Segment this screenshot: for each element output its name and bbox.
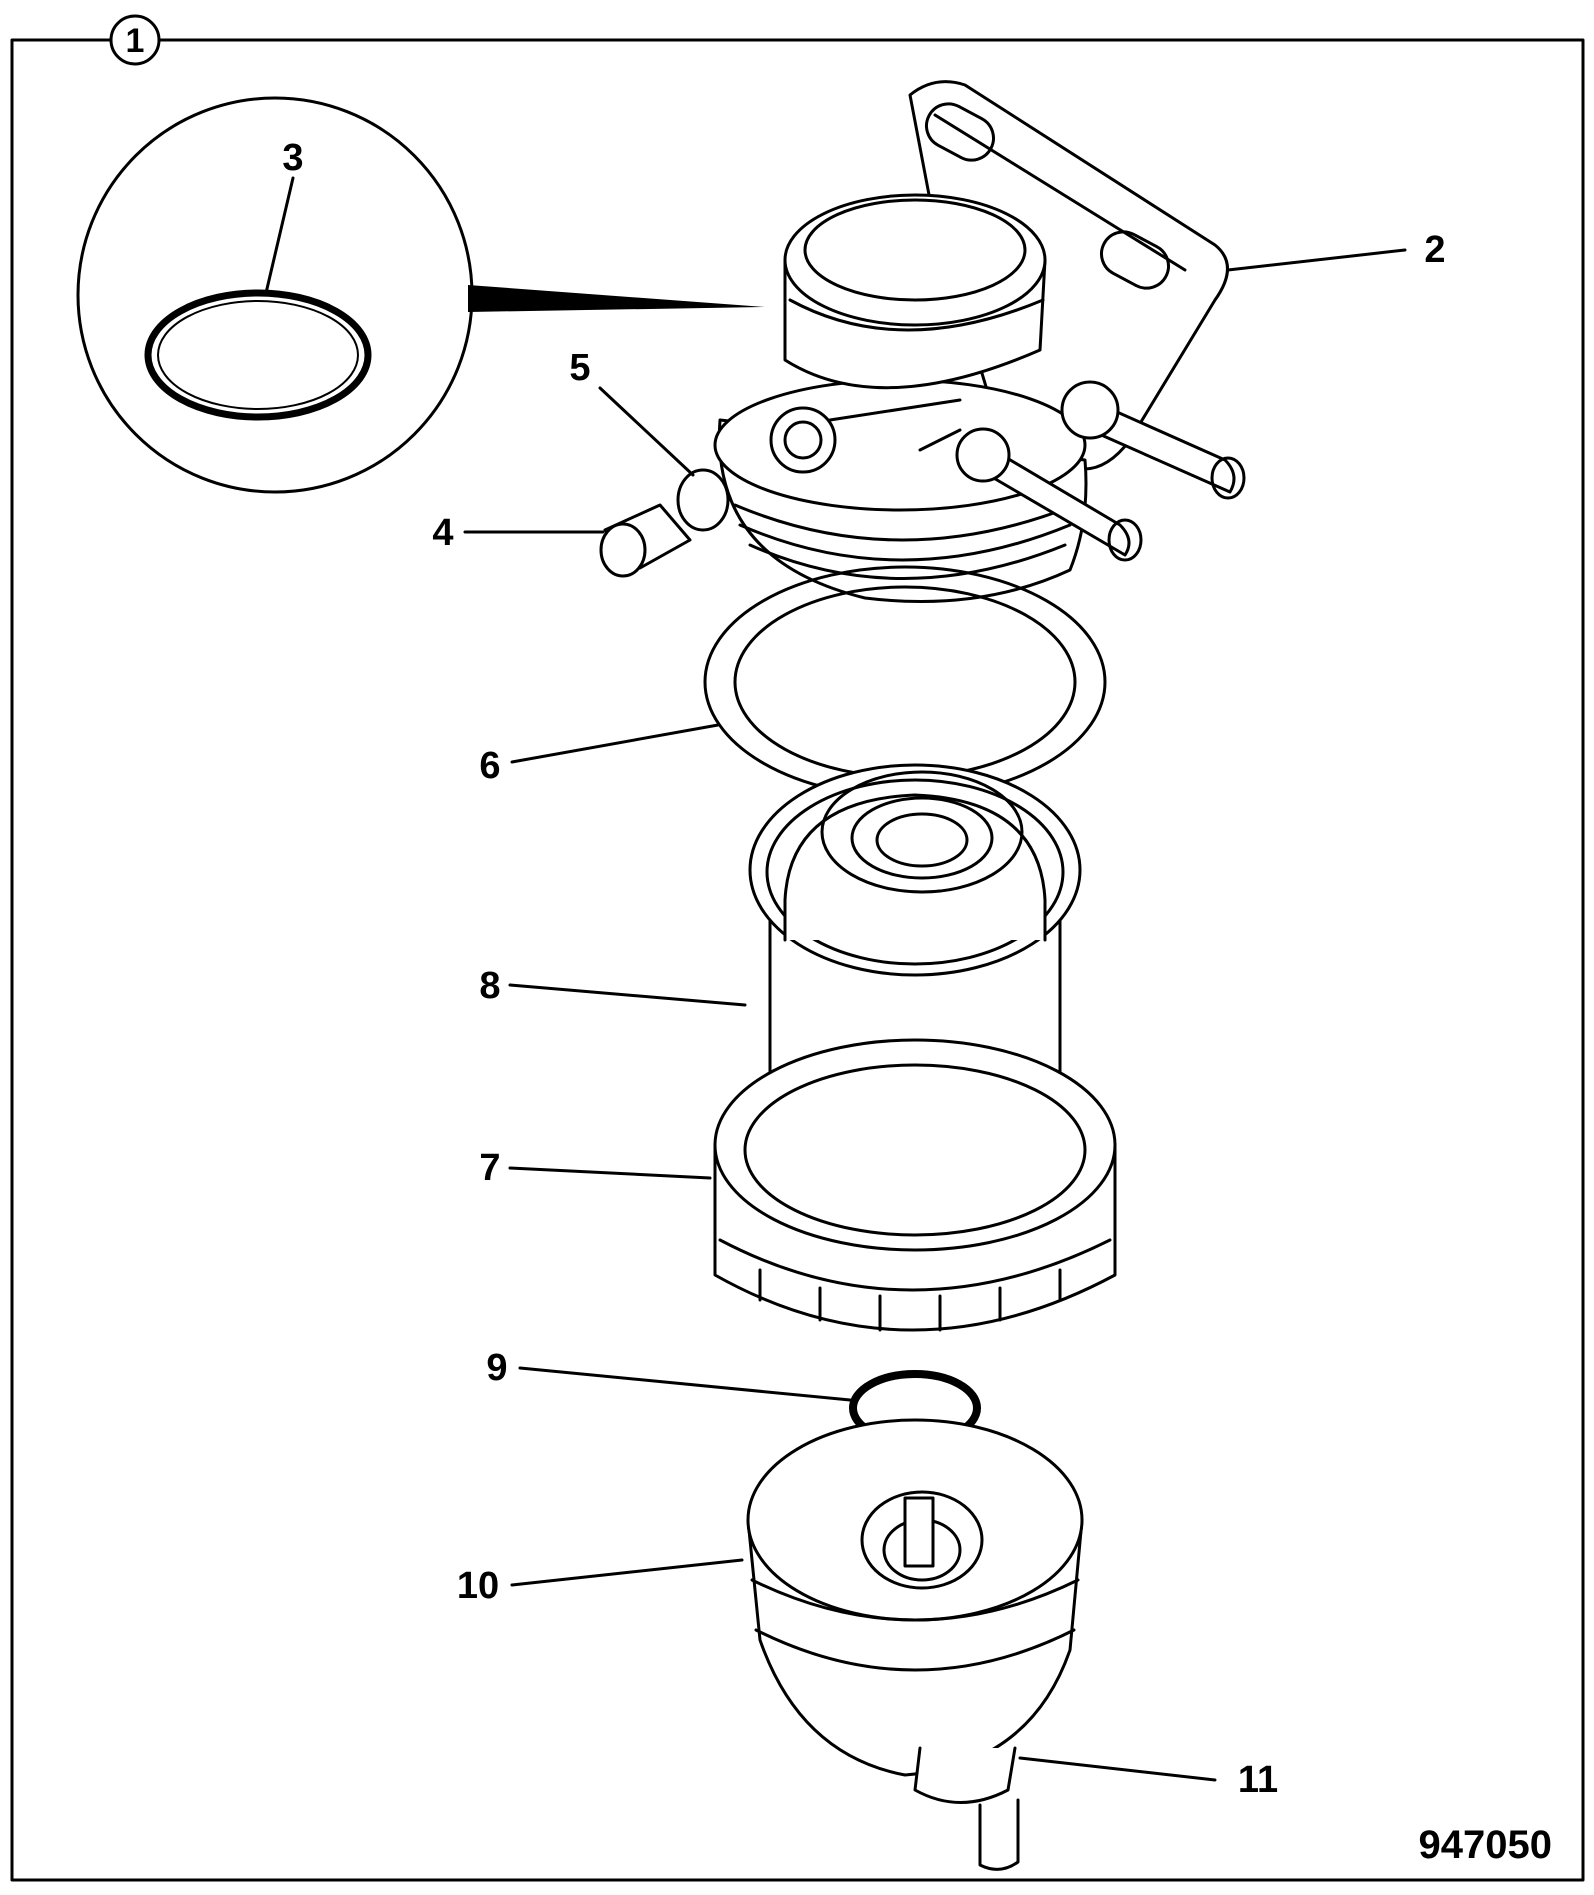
callout-3: 3 bbox=[282, 137, 303, 179]
vent-screw-4 bbox=[599, 503, 692, 578]
callout-9: 9 bbox=[486, 1347, 507, 1389]
leader-11 bbox=[1018, 1756, 1217, 1782]
callout-6: 6 bbox=[479, 745, 500, 787]
leader-2 bbox=[1226, 248, 1407, 272]
leader-6 bbox=[510, 723, 720, 764]
callout-7: 7 bbox=[479, 1147, 500, 1189]
callout-10: 10 bbox=[457, 1565, 499, 1607]
leader-8 bbox=[508, 983, 747, 1007]
callout-2: 2 bbox=[1424, 229, 1445, 271]
drain-11 bbox=[913, 1746, 1020, 1871]
leader-9 bbox=[518, 1366, 852, 1402]
leader-3 bbox=[264, 176, 295, 295]
o-ring-3 bbox=[144, 289, 372, 421]
retaining-ring-7 bbox=[713, 1038, 1117, 1332]
frame bbox=[10, 38, 1585, 1882]
sealing-washer-5 bbox=[676, 468, 730, 532]
header-callout-circle bbox=[109, 14, 161, 66]
callout-4: 4 bbox=[432, 512, 453, 554]
leader-7 bbox=[508, 1166, 712, 1180]
leader-5 bbox=[598, 386, 695, 477]
figure-reference-number: 947050 bbox=[1419, 1823, 1552, 1867]
filter-head-bracket bbox=[908, 80, 1229, 471]
callout-11: 11 bbox=[1238, 1759, 1278, 1801]
leader-10 bbox=[510, 1558, 744, 1587]
detail-pointer bbox=[468, 285, 765, 312]
callout-5: 5 bbox=[569, 347, 590, 389]
callout-8: 8 bbox=[479, 965, 500, 1007]
water-bowl-10 bbox=[746, 1418, 1084, 1777]
filter-head bbox=[713, 193, 1246, 603]
header-callout-label: 1 bbox=[126, 22, 145, 60]
